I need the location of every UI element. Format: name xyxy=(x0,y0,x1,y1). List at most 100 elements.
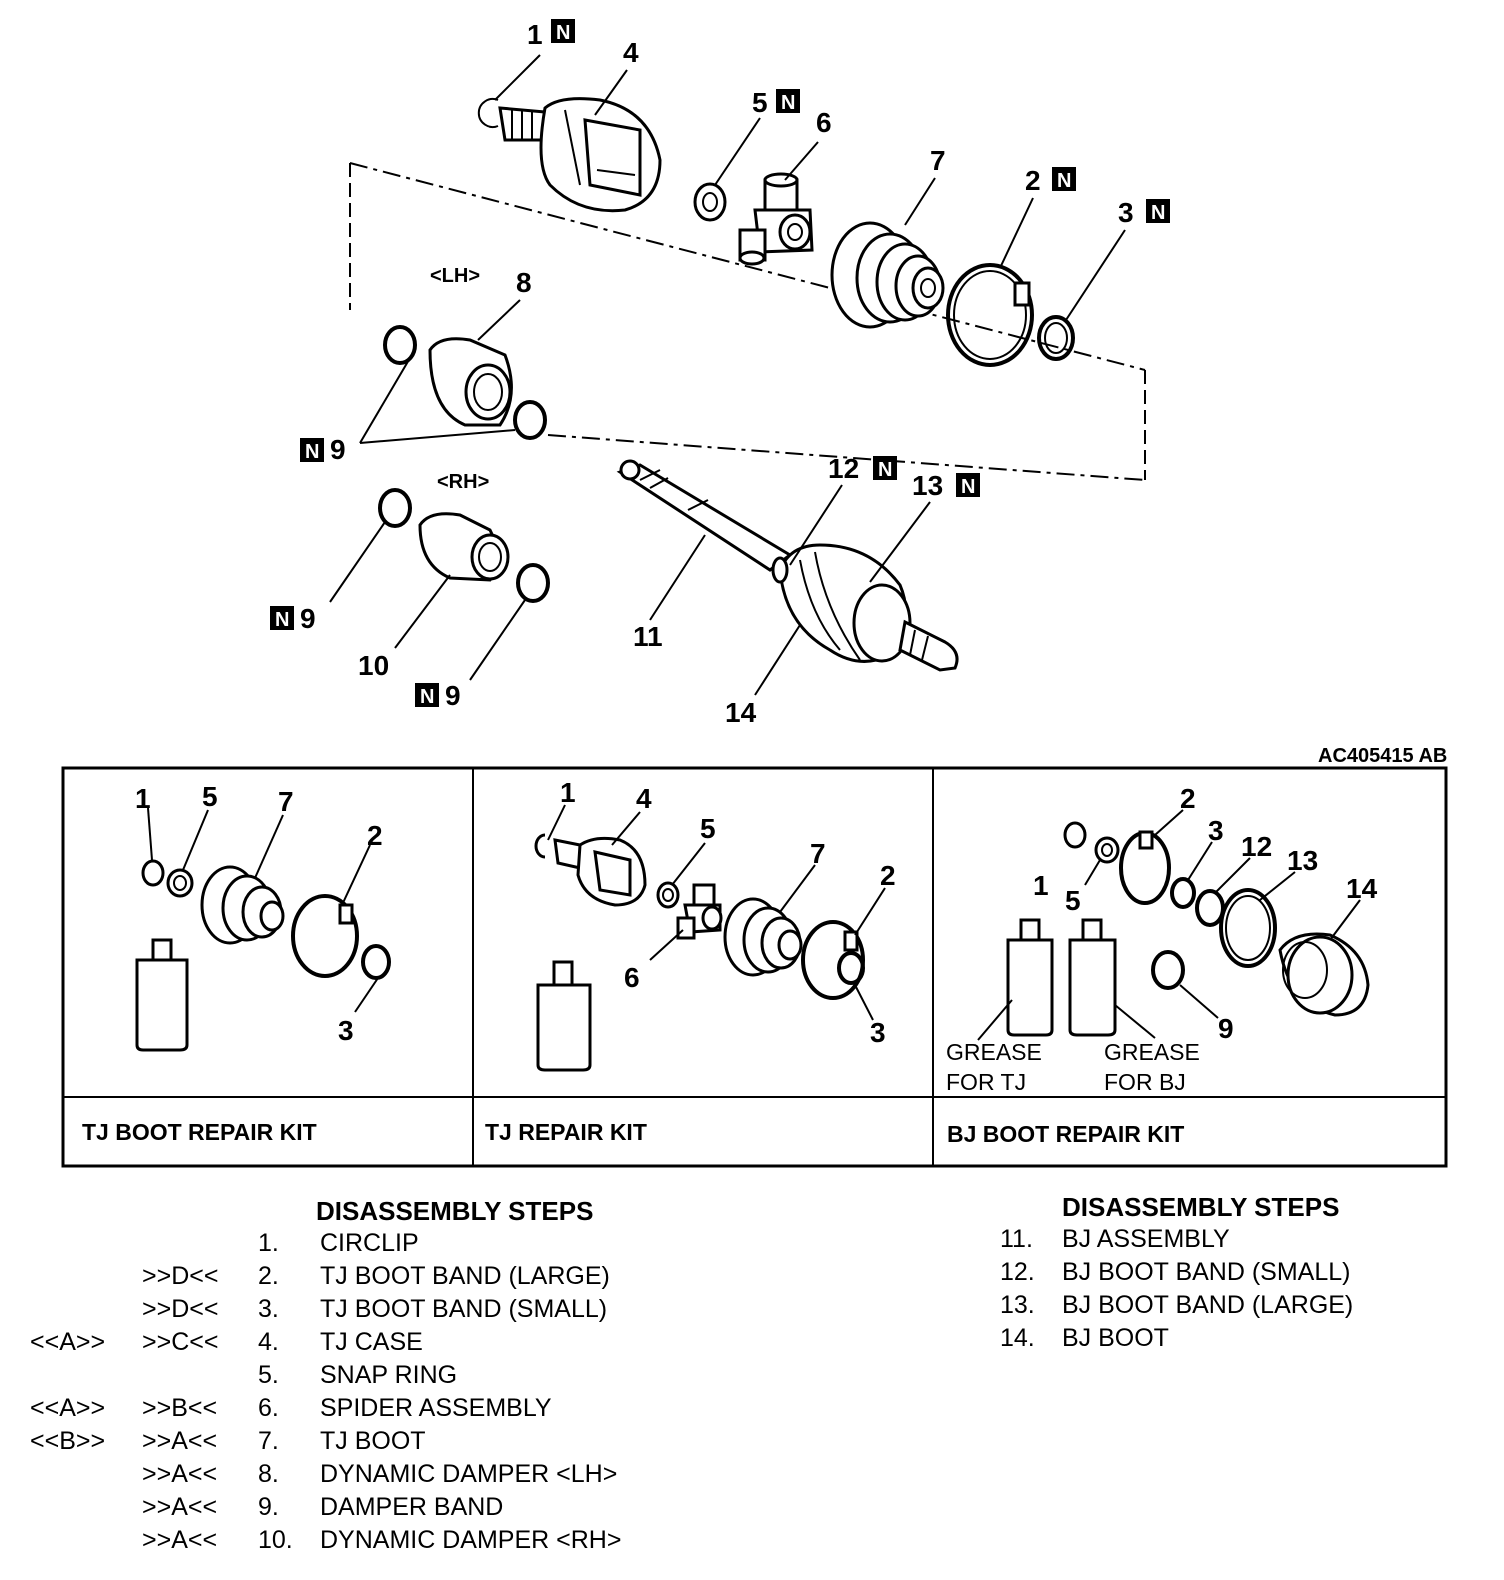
kit2-callout-3: 3 xyxy=(870,1017,886,1048)
new-part-tag-text: N xyxy=(305,441,319,463)
rh-label: <RH> xyxy=(437,471,489,493)
callout-4: 4 xyxy=(623,37,639,68)
new-part-tag xyxy=(1146,199,1170,223)
new-part-tag xyxy=(300,438,324,462)
bj-boot-repair-kit-parts: 2 3 12 13 14 1 5 9 GREASE FOR TJ GREASE … xyxy=(946,783,1378,1095)
step-number: 1. xyxy=(258,1229,279,1257)
kit2-callout-7: 7 xyxy=(810,838,826,869)
kit1-callout-5: 5 xyxy=(202,781,218,812)
step-row: 5. SNAP RING xyxy=(30,1361,710,1393)
step-service-ref-b: >>A<< xyxy=(142,1427,218,1455)
kit-table: TJ BOOT REPAIR KIT TJ REPAIR KIT BJ BOOT… xyxy=(61,766,1448,1168)
step-row: 13.BJ BOOT BAND (LARGE) xyxy=(1000,1291,1450,1323)
new-part-tag-text: N xyxy=(781,92,795,114)
tj-case-part xyxy=(498,97,662,213)
dynamic-damper-lh-part xyxy=(383,325,547,440)
step-number: 10. xyxy=(258,1526,293,1554)
step-text: CIRCLIP xyxy=(320,1229,419,1257)
step-number: 11. xyxy=(1000,1225,1033,1253)
step-text: TJ BOOT BAND (LARGE) xyxy=(320,1262,610,1290)
step-number: 6. xyxy=(258,1394,279,1422)
new-part-tag xyxy=(1052,167,1076,191)
step-service-ref-b: >>C<< xyxy=(142,1328,219,1356)
step-row: >>A<<10.DYNAMIC DAMPER <RH> xyxy=(30,1526,710,1558)
step-service-ref-b: >>B<< xyxy=(142,1394,218,1422)
new-part-tag-text: N xyxy=(556,22,570,44)
right-disassembly-steps: DISASSEMBLY STEPS 11. BJ ASSEMBLY 12.BJ BO… xyxy=(1000,1192,1450,1372)
step-service-ref-a: <<A>> xyxy=(30,1394,106,1422)
step-service-ref-a: <<A>> xyxy=(30,1328,106,1356)
circlip-part xyxy=(477,98,499,128)
lh-label: <LH> xyxy=(430,265,480,287)
step-text: TJ CASE xyxy=(320,1328,423,1356)
left-steps-title: DISASSEMBLY STEPS xyxy=(316,1196,594,1226)
step-text: SPIDER ASSEMBLY xyxy=(320,1394,552,1422)
step-text: BJ BOOT BAND (SMALL) xyxy=(1062,1258,1351,1286)
kit-name-tj: TJ REPAIR KIT xyxy=(485,1119,647,1145)
kit3-callout-13: 13 xyxy=(1287,845,1318,876)
new-part-tag xyxy=(776,89,800,113)
step-service-ref-b: >>A<< xyxy=(142,1526,218,1554)
step-number: 3. xyxy=(258,1295,279,1323)
new-part-tag-text: N xyxy=(878,459,892,481)
step-text: SNAP RING xyxy=(320,1361,458,1389)
step-row: >>D<<3.TJ BOOT BAND (SMALL) xyxy=(30,1295,710,1327)
kit-name-bj-boot: BJ BOOT REPAIR KIT xyxy=(947,1121,1184,1147)
snap-ring-part xyxy=(693,182,727,222)
step-row: 12.BJ BOOT BAND (SMALL) xyxy=(1000,1258,1450,1290)
kit1-callout-3: 3 xyxy=(338,1015,354,1046)
tj-boot-part xyxy=(830,221,945,329)
tj-boot-band-small-part xyxy=(1037,315,1075,361)
figure-code: AC405415 AB xyxy=(1318,745,1447,767)
step-row: <<A>> >>B<< 6. SPIDER ASSEMBLY xyxy=(30,1394,710,1426)
callout-13: 13 xyxy=(912,470,943,501)
new-part-tag-text: N xyxy=(275,609,289,631)
callout-12: 12 xyxy=(828,453,859,484)
step-number: 5. xyxy=(258,1361,279,1389)
grease-tj-line1: GREASE xyxy=(946,1039,1042,1065)
bj-boot-part xyxy=(771,543,959,672)
step-number: 2. xyxy=(258,1262,279,1290)
step-row: >>A<<9.DAMPER BAND xyxy=(30,1493,710,1525)
new-part-tag-text: N xyxy=(1151,202,1165,224)
step-number: 8. xyxy=(258,1460,279,1488)
callout-1: 1 xyxy=(527,19,543,50)
step-number: 13. xyxy=(1000,1291,1035,1319)
callout-3: 3 xyxy=(1118,197,1134,228)
step-text: TJ BOOT xyxy=(320,1427,426,1455)
spider-assembly-part xyxy=(738,172,814,266)
assembly-dash-line xyxy=(349,162,1146,481)
callout-10: 10 xyxy=(358,650,389,681)
kit2-callout-2: 2 xyxy=(880,860,896,891)
step-row: 14. BJ BOOT xyxy=(1000,1324,1450,1356)
bj-assembly-shaft-part xyxy=(616,459,793,572)
tj-boot-repair-kit-parts: 1 5 7 2 3 xyxy=(135,781,391,1052)
tj-boot-band-large-part xyxy=(946,263,1034,367)
step-text: BJ BOOT xyxy=(1062,1324,1169,1352)
step-row: <<B>>>>A<<7.TJ BOOT xyxy=(30,1427,710,1459)
kit2-callout-5: 5 xyxy=(700,813,716,844)
right-steps-title: DISASSEMBLY STEPS xyxy=(1062,1192,1340,1222)
leader-lines xyxy=(329,54,1126,696)
step-number: 4. xyxy=(258,1328,279,1356)
new-part-tag-text: N xyxy=(420,686,434,708)
step-text: DAMPER BAND xyxy=(320,1493,504,1521)
grease-bj-line2: FOR BJ xyxy=(1104,1069,1186,1095)
step-number: 14. xyxy=(1000,1324,1035,1352)
step-service-ref-b: >>A<< xyxy=(142,1460,218,1488)
kit1-callout-2: 2 xyxy=(367,820,383,851)
tj-repair-kit-parts: 1 4 5 7 2 6 3 xyxy=(534,777,896,1072)
step-service-ref-b: >>A<< xyxy=(142,1493,218,1521)
kit2-callout-6: 6 xyxy=(624,962,640,993)
new-part-tag xyxy=(956,473,980,497)
callout-11: 11 xyxy=(633,621,663,652)
kit3-callout-12: 12 xyxy=(1241,831,1272,862)
new-part-tag xyxy=(415,683,439,707)
kit3-callout-14: 14 xyxy=(1346,873,1378,904)
callout-7: 7 xyxy=(930,145,946,176)
step-row: 1. CIRCLIP xyxy=(30,1229,710,1261)
grease-bj-line1: GREASE xyxy=(1104,1039,1200,1065)
kit3-callout-1: 1 xyxy=(1033,870,1049,901)
new-part-tag xyxy=(270,606,294,630)
step-text: BJ ASSEMBLY xyxy=(1062,1225,1230,1253)
